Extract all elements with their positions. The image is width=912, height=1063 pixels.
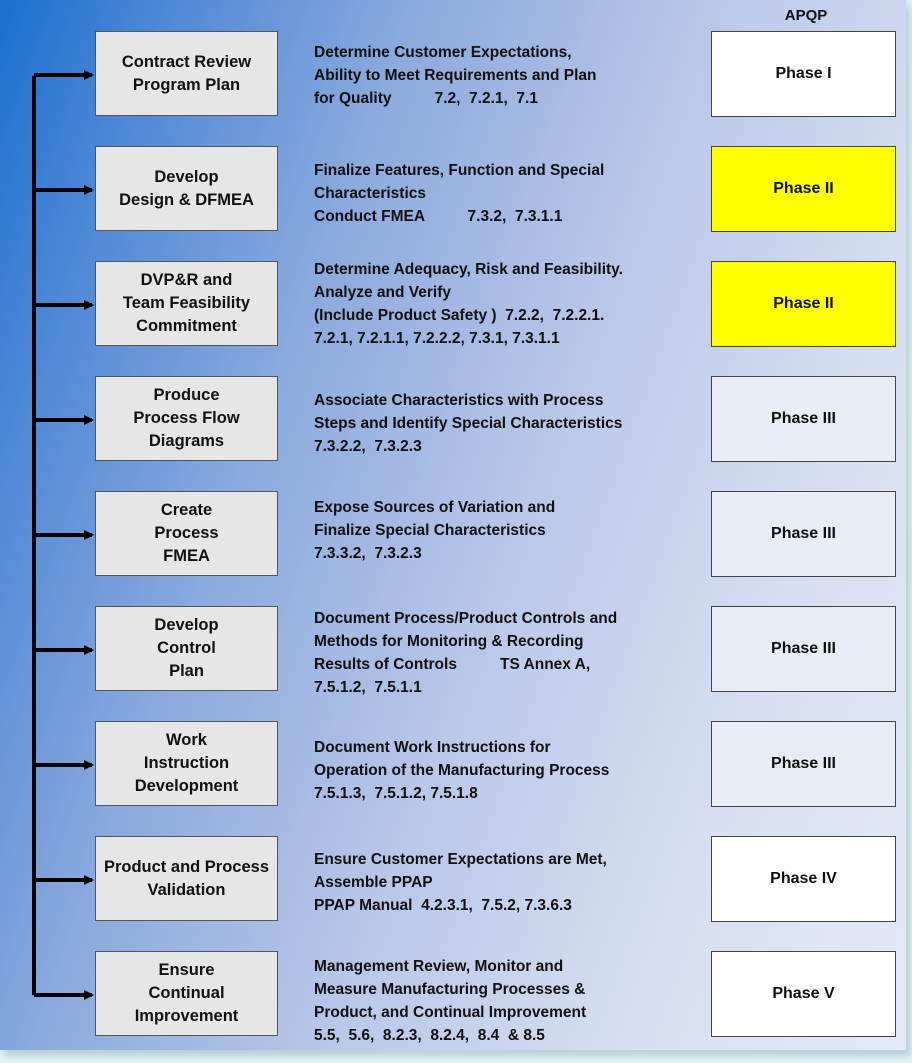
process-step-label: Create Process FMEA [154,501,219,565]
apqp-phase-label: Phase III [771,640,836,657]
process-step-label: Ensure Continual Improvement [134,961,239,1025]
process-step-box: Work Instruction Development [95,721,278,806]
process-step-box: Contract Review Program Plan [95,31,278,116]
process-step-box: Develop Control Plan [95,606,278,691]
apqp-phase-label: Phase III [771,755,836,772]
process-step-box: Product and Process Validation [95,836,278,921]
process-step-label: Product and Process Validation [103,857,270,899]
process-step-box: Ensure Continual Improvement [95,951,278,1036]
process-step-description: Ensure Customer Expectations are Met, As… [314,851,607,914]
apqp-phase-label: Phase III [771,525,836,542]
apqp-column-title: APQP [784,7,828,24]
process-step-label: Contract Review Program Plan [121,52,252,94]
apqp-phase-box: Phase II [711,261,896,347]
process-step-box: Develop Design & DFMEA [95,146,278,231]
process-step-description: Management Review, Monitor and Measure M… [314,958,587,1044]
process-step-description: Finalize Features, Function and Special … [314,162,605,225]
apqp-phase-box: Phase III [711,606,896,692]
apqp-phase-box: Phase I [711,31,896,117]
process-step-description: Expose Sources of Variation and Finalize… [314,499,556,562]
process-step-box: Create Process FMEA [95,491,278,576]
process-step-label: Produce Process Flow Diagrams [133,386,240,450]
apqp-phase-label: Phase II [773,295,834,312]
process-step-label: Develop Design & DFMEA [119,167,254,209]
apqp-phase-box: Phase V [711,951,896,1037]
process-step-box: Produce Process Flow Diagrams [95,376,278,461]
process-step-label: Work Instruction Development [134,731,239,795]
process-step-box: DVP&R and Team Feasibility Commitment [95,261,278,346]
apqp-phase-label: Phase V [772,985,835,1002]
process-step-description: Document Work Instructions for Operation… [314,739,610,802]
apqp-phase-box: Phase III [711,376,896,462]
apqp-phase-label: Phase I [775,65,832,82]
process-step-label: Develop Control Plan [154,616,219,680]
process-step-description: Determine Customer Expectations, Ability… [314,44,597,107]
apqp-phase-box: Phase III [711,721,896,807]
process-step-label: DVP&R and Team Feasibility Commitment [122,271,251,335]
process-step-description: Determine Adequacy, Risk and Feasibility… [314,261,623,347]
apqp-phase-label: Phase II [773,180,834,197]
process-step-description: Associate Characteristics with Process S… [314,392,623,455]
apqp-phase-box: Phase III [711,491,896,577]
process-step-description: Document Process/Product Controls and Me… [314,610,618,696]
apqp-phase-label: Phase IV [770,870,837,887]
apqp-phase-box: Phase IV [711,836,896,922]
apqp-phase-label: Phase III [771,410,836,427]
apqp-phase-box: Phase II [711,146,896,232]
